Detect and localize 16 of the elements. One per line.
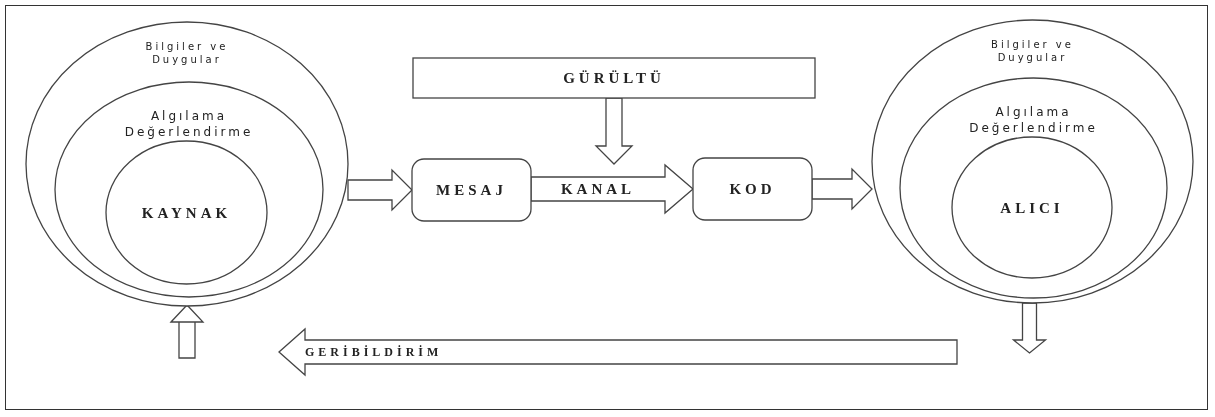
- node-text: Algılama Değerlendirme: [124, 108, 254, 140]
- block-arrow: [530, 163, 694, 215]
- node-title: KOD: [728, 180, 777, 198]
- block-arrow: [1011, 302, 1048, 354]
- block-arrow: [811, 167, 873, 211]
- node-text: Bilgiler ve Duygular: [990, 38, 1075, 64]
- node-title: ALICI: [999, 199, 1065, 216]
- block-arrow: [347, 168, 413, 212]
- block-arrow: [594, 97, 634, 165]
- node-title: KAYNAK: [140, 204, 233, 221]
- node-text: Bilgiler ve Duygular: [144, 40, 230, 66]
- edge-label: KANAL: [560, 180, 636, 198]
- node-title: MESAJ: [435, 181, 508, 199]
- node-title: GÜRÜLTÜ: [562, 69, 666, 87]
- block-arrow: [170, 304, 204, 359]
- node-text: Algılama Değerlendirme: [968, 104, 1099, 136]
